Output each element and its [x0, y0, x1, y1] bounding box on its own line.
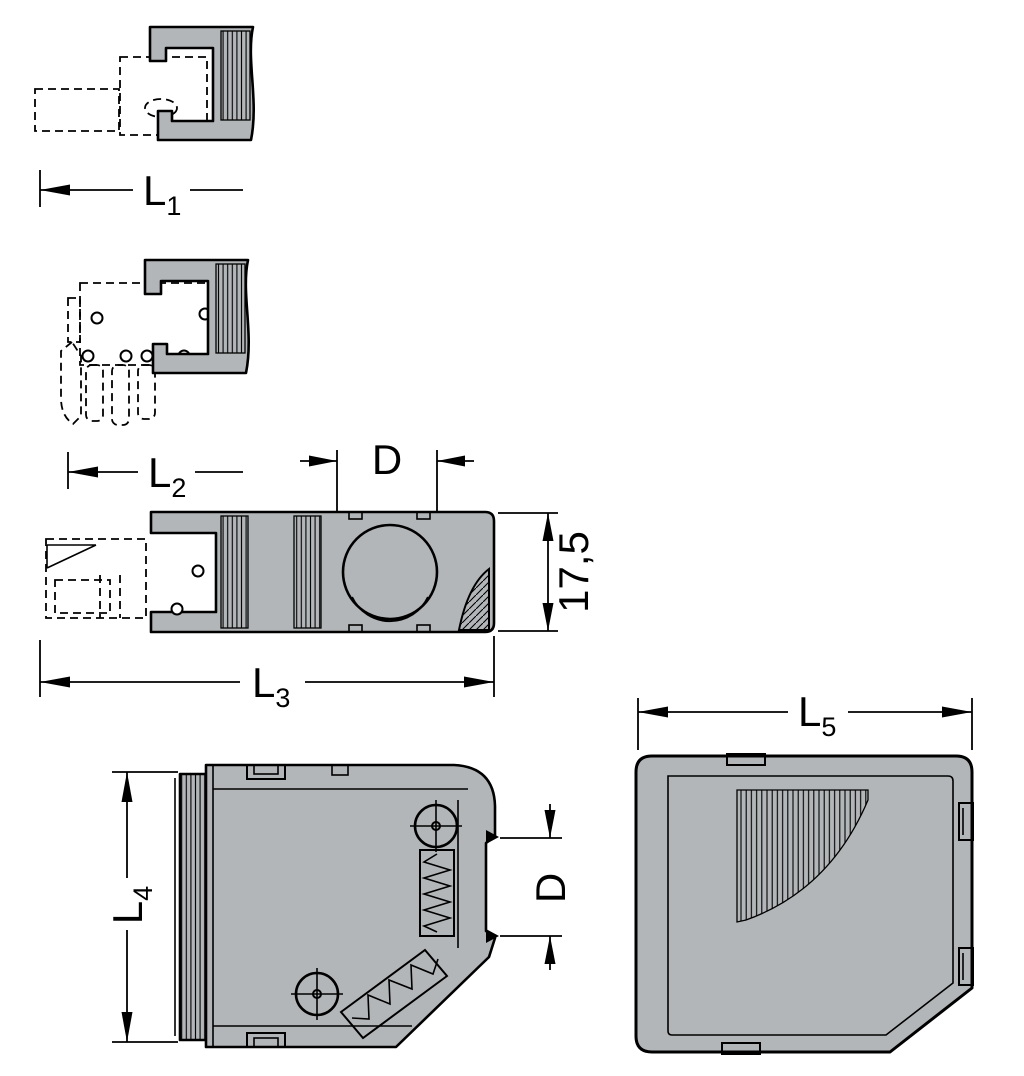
cover-bottom-notch [721, 1042, 761, 1055]
spring-symbol-diagonal [351, 958, 439, 1020]
pin-marker [191, 564, 205, 578]
cover-inner-outline [667, 775, 954, 1036]
dimension-l4: L4 [104, 771, 178, 1043]
spring-window-vertical [419, 849, 455, 937]
arrowhead-right [942, 706, 972, 718]
dashed-contact-finger [85, 364, 104, 422]
dimension-label-d-side: D [527, 873, 574, 903]
view-clamp-side [34, 25, 255, 142]
arrowhead-up [542, 513, 554, 541]
arrowhead-left [40, 676, 70, 688]
cable-entry-circle [341, 523, 439, 621]
arrowhead-left [638, 706, 668, 718]
view-housing-top [45, 510, 496, 634]
arrowhead-up [544, 936, 556, 964]
arrowhead-right [309, 455, 337, 467]
alignment-notch [348, 624, 363, 633]
view-clamp-with-terminal [60, 258, 250, 426]
arrowhead-down [544, 810, 556, 838]
cover-top-notch [726, 753, 766, 766]
housing-side-outline [204, 763, 497, 1049]
hatch-strip [293, 515, 322, 629]
cover-outline [634, 754, 974, 1054]
hatch-strip [220, 515, 249, 629]
contact-hook-lower [486, 929, 499, 943]
pin-marker [90, 311, 104, 325]
latch-slot-upper [958, 802, 974, 841]
dimension-label-l2: L2 [148, 449, 186, 503]
top-step [331, 764, 349, 776]
pin-marker [119, 349, 133, 363]
dimension-l2: L2 [67, 449, 243, 503]
top-notch-inner [253, 764, 279, 775]
cover-hatch-region [736, 789, 869, 923]
spring-window-diagonal [339, 948, 449, 1040]
bottom-notch-inner [253, 1037, 279, 1048]
pin-marker [81, 349, 95, 363]
dimension-label-d-top: D [372, 436, 402, 483]
dashed-contact-finger [137, 364, 156, 420]
pin-marker [170, 602, 184, 616]
dimension-d-top: D [300, 436, 474, 511]
dimension-label-17-5: 17,5 [550, 531, 597, 613]
alignment-notch [416, 511, 431, 520]
screw-center [312, 989, 322, 999]
view-cover-plan [634, 753, 974, 1055]
cable-entry-inner-arc [351, 596, 429, 623]
arrowhead-down [121, 1012, 133, 1042]
dimension-l1: L1 [39, 167, 243, 221]
dimension-l3: L3 [39, 636, 495, 713]
spring-symbol-vertical [421, 853, 453, 933]
dimension-label-l1: L1 [143, 167, 181, 221]
arrowhead-left [437, 455, 465, 467]
pin-marker [140, 349, 154, 363]
dimension-d-side: D [500, 804, 574, 970]
dashed-cable-outline [34, 88, 120, 132]
alignment-notch [348, 511, 363, 520]
dashed-inner-detail [54, 579, 111, 614]
contact-nose [46, 544, 97, 569]
alignment-notch [416, 624, 431, 633]
screw-center [431, 821, 441, 831]
end-plate-hatch [180, 774, 206, 1040]
dashed-release-lever [60, 340, 82, 426]
dimension-17-5: 17,5 [498, 512, 597, 632]
dimension-label-l5: L5 [798, 688, 836, 742]
clamp-hatch-block [220, 30, 251, 121]
dashed-terminal-lip [67, 297, 81, 343]
arrowhead-right [464, 676, 494, 688]
arrowhead-left [40, 184, 70, 196]
dimension-label-l3: L3 [252, 659, 290, 713]
arrowhead-down [542, 603, 554, 631]
arrowhead-left [68, 466, 98, 478]
dashed-contact-finger [111, 364, 130, 426]
contact-hook-upper [486, 830, 499, 844]
latch-slot-lower [958, 947, 974, 986]
view-housing-side [174, 763, 499, 1049]
cam-wedge-hatched [457, 566, 490, 631]
dashed-mating-connector [45, 538, 147, 619]
clamp-hatch-block [215, 263, 246, 354]
dimension-label-l4: L4 [104, 886, 158, 924]
arrowhead-up [121, 772, 133, 802]
dimension-l5: L5 [637, 688, 973, 750]
